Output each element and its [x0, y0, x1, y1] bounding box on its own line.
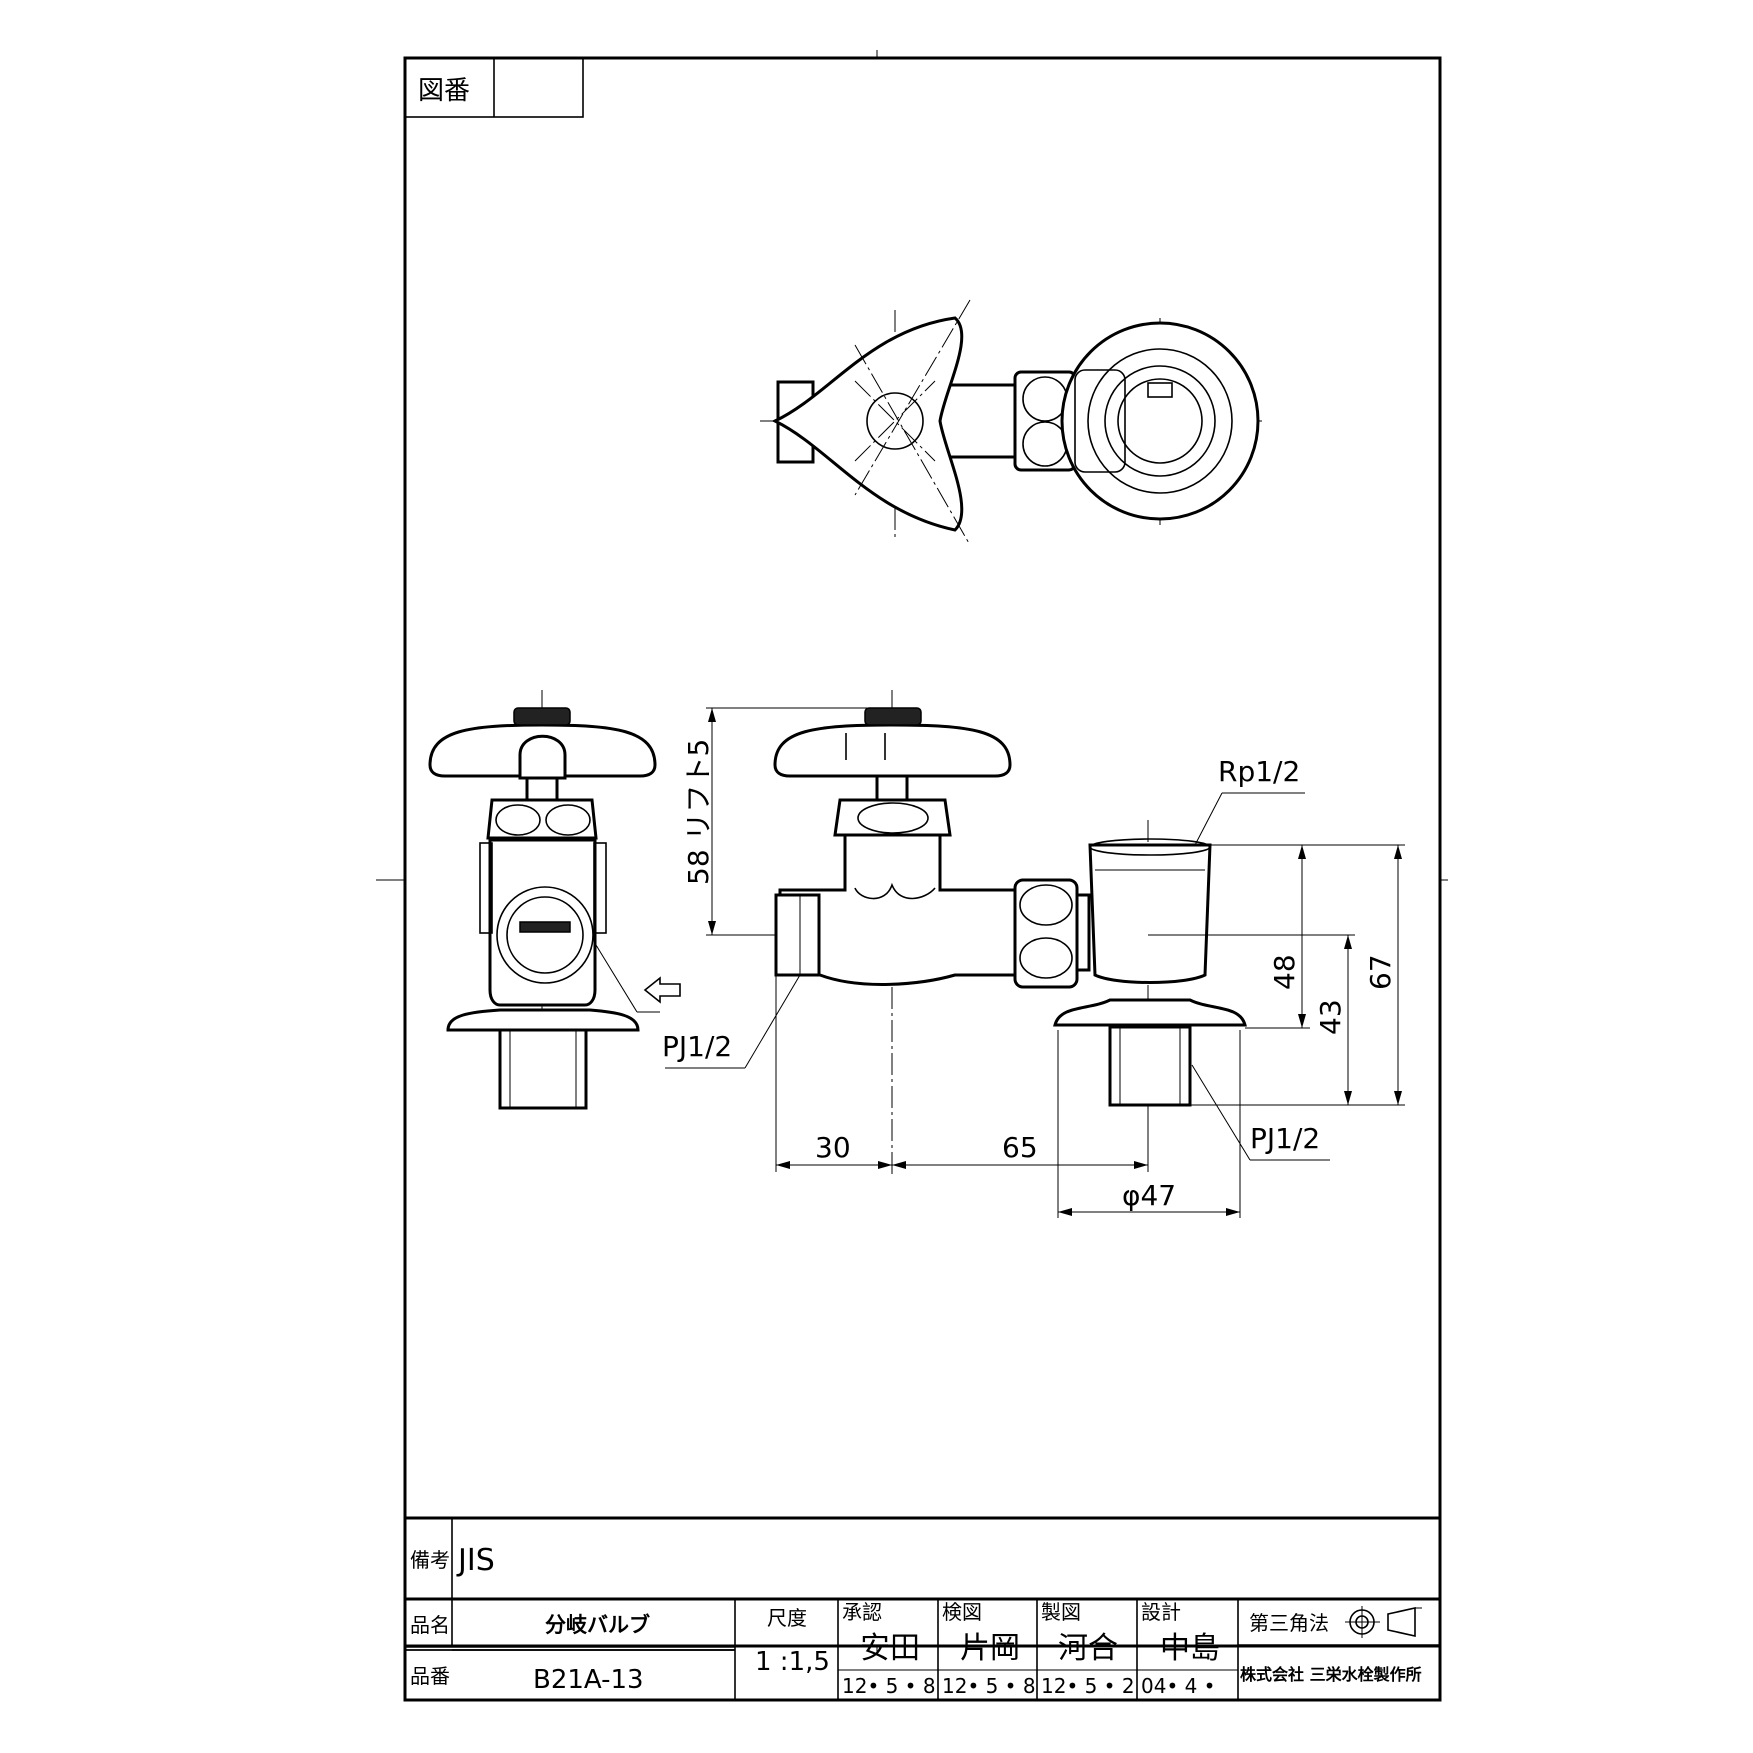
- dim-67: 67: [1364, 954, 1397, 990]
- rp-label: Rp1/2: [1218, 755, 1300, 788]
- front-view: [773, 690, 1247, 1175]
- projection-label: 第三角法: [1249, 1611, 1329, 1635]
- scale-label: 尺度: [767, 1606, 807, 1630]
- number-label: 品番: [410, 1664, 450, 1688]
- approved-name: 安田: [860, 1631, 920, 1666]
- approved-date: 12• 5 • 8: [842, 1674, 936, 1698]
- checked-date: 12• 5 • 8: [942, 1674, 1036, 1698]
- title-block-texts: 備考 JIS 品名 分岐バルブ 品番 B21A-13 尺度 1 :1,5 承認 …: [410, 1543, 1422, 1698]
- approved-label: 承認: [842, 1600, 882, 1624]
- remarks-value: JIS: [456, 1543, 495, 1578]
- drawn-date: 12• 5 • 2: [1041, 1674, 1135, 1698]
- dim-43: 43: [1314, 999, 1347, 1035]
- sheet-border: [403, 56, 1442, 1648]
- scale-value: 1 :1,5: [755, 1647, 830, 1677]
- drawing-number-box: 図番: [404, 57, 584, 118]
- design-name: 中島: [1160, 1631, 1220, 1666]
- third-angle-projection-icon: [1345, 1606, 1422, 1638]
- design-label: 設計: [1141, 1600, 1181, 1624]
- design-date: 04• 4 •: [1141, 1674, 1215, 1698]
- dim-48: 48: [1268, 954, 1301, 990]
- remarks-label: 備考: [410, 1548, 450, 1572]
- name-value: 分岐バルブ: [545, 1613, 650, 1637]
- number-value: B21A-13: [533, 1665, 644, 1695]
- name-label: 品名: [410, 1613, 450, 1637]
- checked-name: 片岡: [960, 1631, 1020, 1666]
- top-view: [760, 299, 1262, 546]
- pj-left-label: PJ1/2: [662, 1030, 732, 1063]
- checked-label: 検図: [942, 1600, 982, 1624]
- drawn-label: 製図: [1041, 1600, 1081, 1624]
- drawing-number-label: 図番: [418, 76, 470, 106]
- drawn-name: 河合: [1058, 1631, 1118, 1666]
- company-name: 株式会社 三栄水栓製作所: [1240, 1665, 1422, 1684]
- dim-dia47: φ47: [1122, 1179, 1176, 1212]
- lift-dimension: 58 リフト5: [682, 739, 715, 885]
- side-view: [428, 690, 681, 1110]
- dimension-texts: 58 リフト5 Rp1/2 PJ1/2 PJ1/2 30 65 φ47 48 4…: [662, 739, 1397, 1212]
- dimension-lines: [665, 707, 1405, 1218]
- pj-right-label: PJ1/2: [1250, 1122, 1320, 1155]
- dim-30: 30: [815, 1131, 851, 1164]
- dim-65: 65: [1002, 1131, 1038, 1164]
